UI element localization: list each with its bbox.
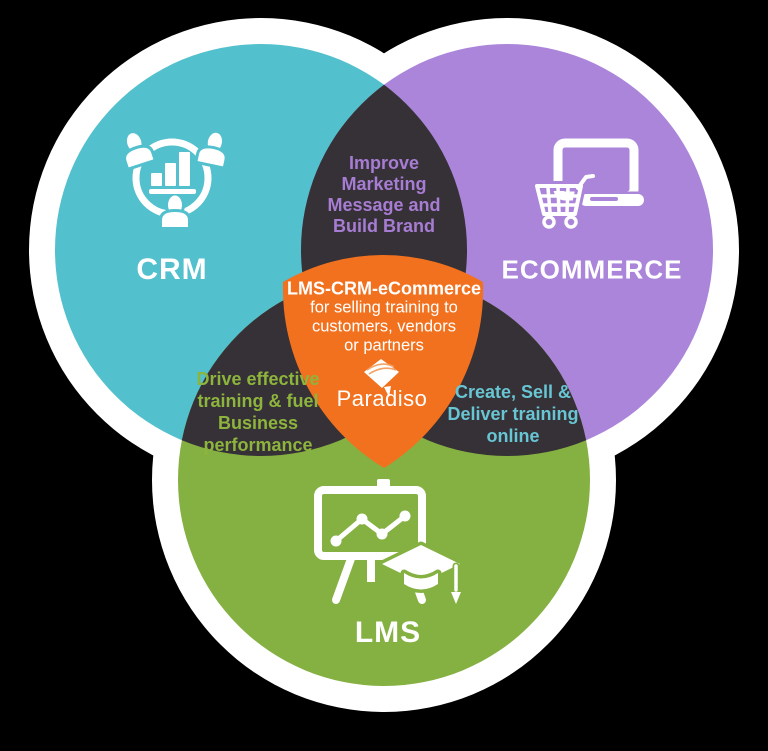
paradiso-wordmark: Paradiso <box>336 386 428 411</box>
text-line: performance <box>203 435 313 455</box>
ecommerce-label: ECOMMERCE <box>501 254 683 285</box>
text-line: or partners <box>344 336 424 355</box>
text-line: Build Brand <box>332 216 435 236</box>
paradiso-diamond-icon <box>364 359 399 397</box>
text-line: Improve <box>348 153 420 173</box>
text-line: training & fuel <box>197 391 319 411</box>
line-chart-glyph <box>330 510 411 547</box>
overlap-text-ecommerce-lms: Create, Sell & Deliver training online <box>447 381 578 447</box>
text-line: Message and <box>327 195 441 215</box>
overlap-text-crm-ecommerce: Improve Marketing Message and Build Bran… <box>327 153 440 237</box>
lms-label: LMS <box>354 616 422 649</box>
bar-chart-glyph <box>149 152 196 194</box>
text-line: Business <box>217 413 299 433</box>
text-line: Marketing <box>341 174 427 194</box>
center-description: for selling training to customers, vendo… <box>310 299 458 356</box>
text-line: online <box>486 426 540 446</box>
crm-label: CRM <box>136 253 208 286</box>
text-line: Drive effective <box>196 369 320 389</box>
center-title: LMS-CRM-eCommerce <box>286 278 482 299</box>
crm-network-icon <box>119 129 230 227</box>
text-line: customers, vendors <box>312 317 456 336</box>
overlap-text-crm-lms: Drive effective training & fuel Business… <box>196 368 319 456</box>
text-line: Create, Sell & <box>454 382 572 402</box>
text-line: for selling training to <box>310 298 458 317</box>
presentation-graduation-icon <box>314 479 465 608</box>
text-line: Deliver training <box>447 404 579 424</box>
laptop-shopping-cart-icon <box>532 138 647 232</box>
